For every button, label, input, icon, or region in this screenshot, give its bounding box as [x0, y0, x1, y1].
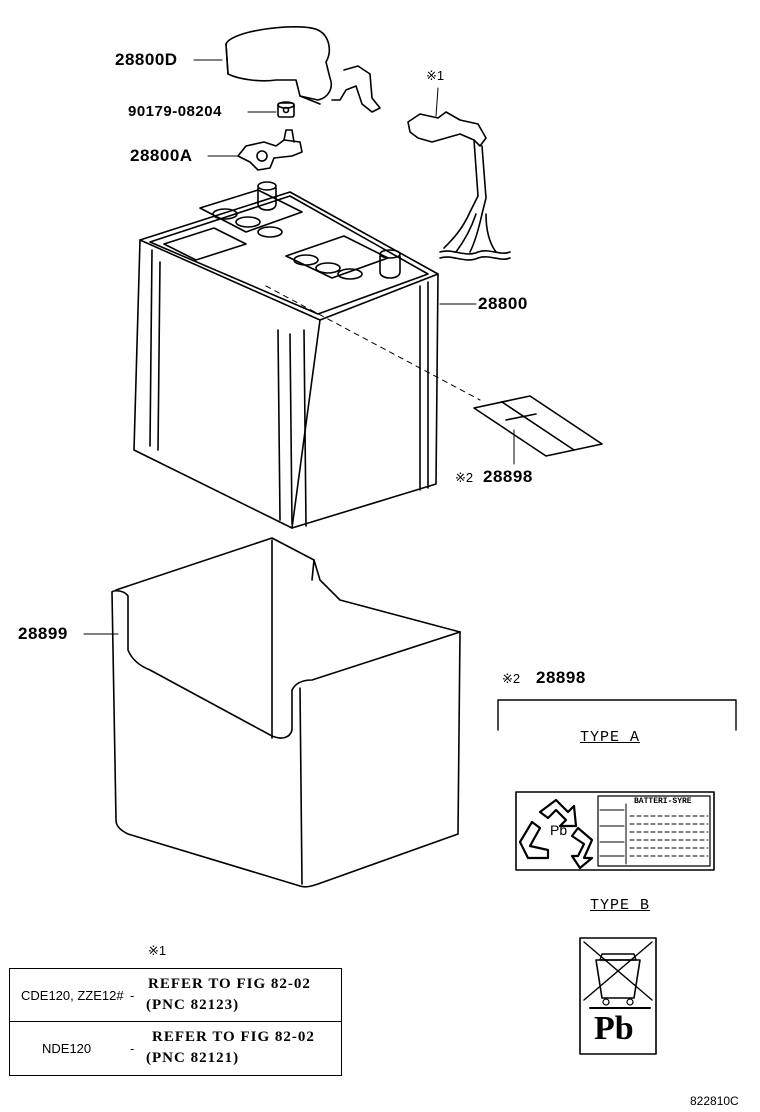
- part-label-small-label: 28898: [483, 467, 533, 486]
- type-b-label-drawing: [579, 937, 657, 1055]
- battery-body-drawing: [133, 181, 481, 529]
- model-code: NDE120: [42, 1041, 92, 1056]
- note-table: CDE120, ZZE12# - REFER TO FIG 82-02 (PNC…: [9, 968, 342, 1076]
- battery-tray-drawing: [111, 537, 461, 888]
- part-label-nut: 90179-08204: [128, 103, 222, 120]
- cable-terminal-drawing: [407, 111, 511, 261]
- recycle-icon: [518, 798, 594, 870]
- part-label-cover: 28800D: [115, 50, 178, 69]
- part-label-tray: 28899: [18, 624, 68, 643]
- recycle-pb-text: Pb: [550, 822, 568, 838]
- note-table-row: CDE120, ZZE12# - REFER TO FIG 82-02 (PNC…: [10, 969, 341, 1022]
- type-a-label-text: BATTERI-SYRE: [634, 797, 692, 806]
- fig-reference: REFER TO FIG 82-02: [148, 976, 311, 992]
- type-b-pb-text: Pb: [594, 1010, 634, 1047]
- fig-reference: REFER TO FIG 82-02: [152, 1029, 315, 1045]
- terminal-clamp-drawing: [237, 129, 303, 171]
- note-table-row: NDE120 - REFER TO FIG 82-02 (PNC 82121): [10, 1022, 341, 1075]
- small-label-drawing: [473, 395, 603, 457]
- figure-code: 822810C: [690, 1094, 739, 1108]
- pnc-reference: (PNC 82121): [146, 1050, 240, 1066]
- type-a-label-drawing: [515, 791, 715, 871]
- note-table-marker: ※1: [148, 943, 167, 958]
- part-label-clamp: 28800A: [130, 146, 193, 165]
- note-mark-1: ※1: [426, 68, 445, 83]
- terminal-cover-drawing: [225, 26, 381, 113]
- row-dash: -: [130, 988, 135, 1003]
- row-dash: -: [130, 1041, 135, 1056]
- label-section-note: ※2: [502, 671, 521, 686]
- nut-drawing: [277, 101, 295, 118]
- type-b-heading: TYPE B: [590, 897, 651, 914]
- label-bracket: [497, 699, 737, 731]
- part-label-battery: 28800: [478, 294, 528, 313]
- type-a-heading: TYPE A: [580, 729, 641, 746]
- pnc-reference: (PNC 82123): [146, 997, 240, 1013]
- model-code: CDE120, ZZE12#: [21, 988, 124, 1003]
- label-section-part: 28898: [536, 668, 586, 687]
- note-mark-2: ※2: [455, 470, 474, 485]
